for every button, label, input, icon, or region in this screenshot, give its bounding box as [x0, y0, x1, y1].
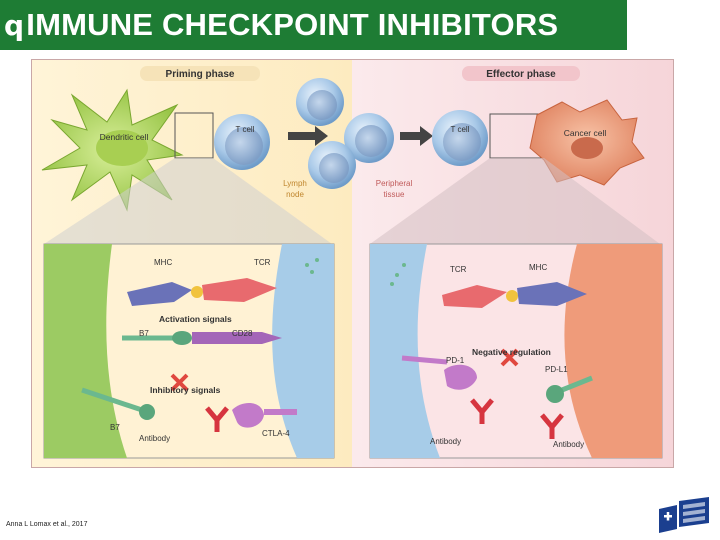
right-tcr-label: TCR: [450, 265, 467, 274]
lymph-node-label-2: node: [286, 190, 304, 199]
figure-illustration: Priming phase Effector phase Dendritic c…: [32, 60, 673, 467]
lymph-node-label-1: Lymph: [283, 179, 307, 188]
priming-zoom-funnel: [44, 158, 332, 244]
t-cell-left: [214, 114, 270, 170]
negative-regulation-label: Negative regulation: [472, 347, 551, 357]
inhibitory-signals-label: Inhibitory signals: [150, 385, 221, 395]
effector-zoom-funnel: [370, 158, 660, 244]
proliferating-t-cells: [296, 78, 394, 189]
t-cell-right: [432, 110, 488, 166]
left-detail-panel: [43, 243, 335, 459]
dendritic-cell-label: Dendritic cell: [100, 132, 149, 142]
cancer-cell: [529, 99, 645, 186]
slide-title-bar: q IMMUNE CHECKPOINT INHIBITORS: [0, 0, 627, 50]
checkpoint-figure: Priming phase Effector phase Dendritic c…: [31, 59, 674, 468]
pd1-label: PD-1: [446, 356, 465, 365]
right-antibody-left-label: Antibody: [430, 437, 461, 446]
right-antibody-right-label: Antibody: [553, 440, 584, 449]
arrow-right-icon-2: [400, 126, 433, 146]
citation-text: Anna L Lomax et al., 2017: [6, 521, 88, 528]
effector-phase-pill: [462, 66, 580, 81]
cd28-label: CD28: [232, 329, 253, 338]
ctla4-label: CTLA-4: [262, 429, 290, 438]
left-b7-top-label: B7: [139, 329, 149, 338]
pdl1-label: PD-L1: [545, 365, 568, 374]
arrow-right-icon: [288, 126, 328, 146]
left-tcr-label: TCR: [254, 258, 271, 267]
priming-phase-label: Priming phase: [166, 69, 235, 80]
left-mhc-label: MHC: [154, 258, 172, 267]
priming-phase-pill: [140, 66, 260, 81]
slide-title: IMMUNE CHECKPOINT INHIBITORS: [26, 7, 559, 42]
peripheral-label-1: Peripheral: [376, 179, 413, 188]
t-cell-right-label: T cell: [451, 125, 470, 134]
activation-signals-label: Activation signals: [159, 314, 232, 324]
effector-phase-label: Effector phase: [486, 69, 556, 80]
peripheral-label-2: tissue: [384, 190, 405, 199]
left-antibody-label: Antibody: [139, 434, 170, 443]
left-b7-bottom-label: B7: [110, 423, 120, 432]
right-detail-panel: [369, 243, 663, 459]
cancer-cell-label: Cancer cell: [564, 128, 607, 138]
institution-logo: [659, 497, 709, 533]
bullet-icon: q: [4, 8, 25, 42]
t-cell-left-label: T cell: [236, 125, 255, 134]
right-mhc-label: MHC: [529, 263, 547, 272]
